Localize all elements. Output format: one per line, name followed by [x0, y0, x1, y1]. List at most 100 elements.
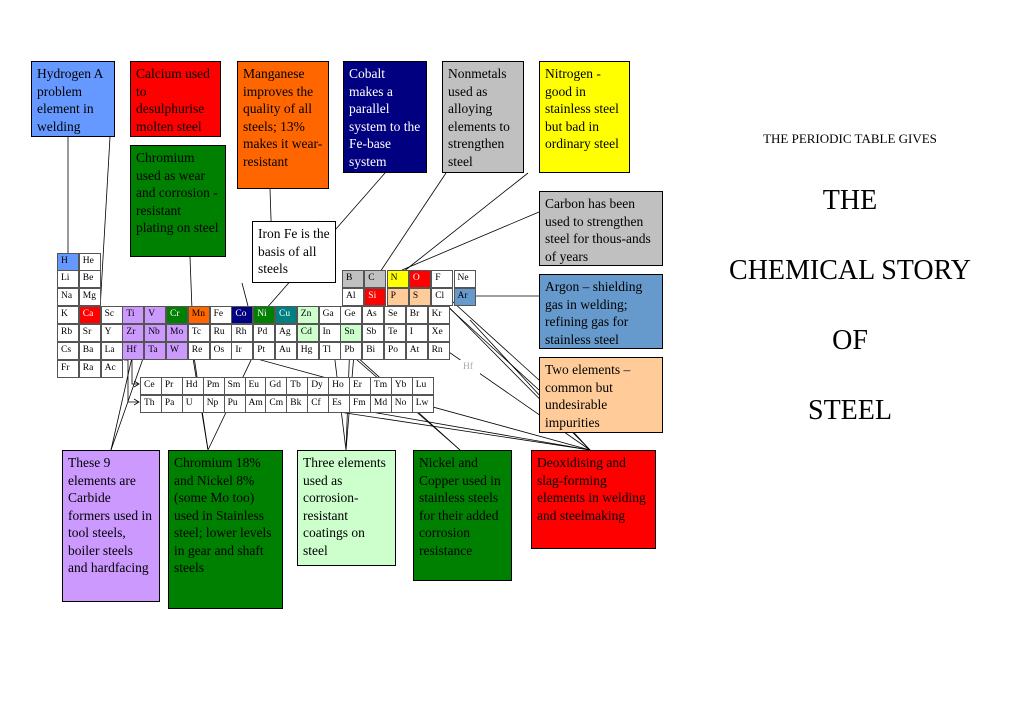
element-cell-md: Md	[369, 395, 392, 413]
element-cell-la: La	[100, 342, 123, 360]
element-cell-w: W	[166, 342, 188, 360]
element-cell-rn: Rn	[427, 342, 450, 360]
element-cell-zr: Zr	[122, 324, 145, 342]
element-cell-ge: Ge	[340, 306, 363, 324]
element-cell-au: Au	[275, 342, 297, 360]
element-cell-ti: Ti	[122, 306, 145, 324]
element-cell-hf: Hf	[460, 360, 480, 378]
element-cell-u: U	[181, 395, 204, 413]
element-cell-i: I	[405, 324, 428, 342]
element-cell-h: H	[57, 253, 79, 271]
element-cell-re: Re	[187, 342, 210, 360]
element-cell-be: Be	[78, 270, 101, 288]
callout-carbide: These 9 elements are Carbide formers use…	[62, 450, 160, 602]
element-cell-he: He	[78, 253, 101, 271]
bracket-arrow	[133, 380, 140, 388]
element-cell-cl: Cl	[431, 288, 454, 306]
element-cell-tb: Tb	[286, 377, 309, 395]
connector-line	[401, 211, 540, 271]
element-cell-si: Si	[364, 288, 387, 306]
callout-nicu: Nickel and Copper used in stainless stee…	[413, 450, 512, 581]
element-cell-na: Na	[57, 288, 79, 306]
callout-three: Three elements used as corrosion-resista…	[297, 450, 396, 566]
element-cell-at: At	[405, 342, 428, 360]
element-cell-f: F	[431, 270, 454, 288]
callout-cobalt: Cobalt makes a parallel system to the Fe…	[343, 61, 427, 173]
element-cell-pt: Pt	[253, 342, 276, 360]
element-cell-fm: Fm	[349, 395, 371, 413]
element-cell-yb: Yb	[390, 377, 413, 395]
element-cell-pu: Pu	[223, 395, 246, 413]
callout-argon: Argon – shielding gas in welding; refini…	[539, 274, 663, 349]
element-cell-rh: Rh	[231, 324, 254, 342]
title-line-4: STEEL	[808, 395, 892, 426]
element-cell-pa: Pa	[160, 395, 183, 413]
element-cell-s: S	[408, 288, 431, 306]
element-cell-ca: Ca	[78, 306, 101, 324]
bracket-arrow	[124, 359, 138, 403]
element-cell-sm: Sm	[223, 377, 246, 395]
element-cell-ce: Ce	[140, 377, 162, 395]
element-cell-v: V	[144, 306, 167, 324]
callout-two: Two elements – common but undesirable im…	[539, 357, 663, 433]
element-cell-al: Al	[342, 288, 364, 306]
element-cell-sc: Sc	[100, 306, 123, 324]
element-cell-hf: Hf	[122, 342, 145, 360]
element-cell-mn: Mn	[187, 306, 210, 324]
element-cell-es: Es	[328, 395, 351, 413]
title-line-3: OF	[832, 325, 868, 356]
element-cell-sr: Sr	[78, 324, 101, 342]
element-cell-nb: Nb	[144, 324, 167, 342]
element-cell-hd: Hd	[181, 377, 204, 395]
element-cell-dy: Dy	[307, 377, 330, 395]
element-cell-bi: Bi	[362, 342, 385, 360]
element-cell-tc: Tc	[187, 324, 210, 342]
element-cell-mg: Mg	[78, 288, 101, 306]
element-cell-hg: Hg	[296, 342, 319, 360]
element-cell-xe: Xe	[427, 324, 450, 342]
callout-nonmetals: Nonmetals used as alloying elements to s…	[442, 61, 524, 173]
element-cell-ir: Ir	[231, 342, 254, 360]
element-cell-br: Br	[405, 306, 428, 324]
element-cell-gd: Gd	[265, 377, 288, 395]
connector-line	[402, 172, 529, 273]
element-cell-np: Np	[202, 395, 225, 413]
element-cell-ba: Ba	[78, 342, 101, 360]
element-cell-po: Po	[384, 342, 406, 360]
callout-nitrogen: Nitrogen - good in stainless steel but b…	[539, 61, 630, 173]
element-cell-o: O	[408, 270, 431, 288]
element-cell-cd: Cd	[296, 324, 319, 342]
element-cell-fe: Fe	[209, 306, 232, 324]
element-cell-cs: Cs	[57, 342, 79, 360]
element-cell-pb: Pb	[340, 342, 363, 360]
connector-line	[379, 172, 447, 273]
element-cell-tm: Tm	[369, 377, 392, 395]
element-cell-cu: Cu	[275, 306, 297, 324]
element-cell-bk: Bk	[286, 395, 309, 413]
element-cell-ag: Ag	[275, 324, 297, 342]
element-cell-ru: Ru	[209, 324, 232, 342]
element-cell-zn: Zn	[296, 306, 319, 324]
element-cell-c: C	[364, 270, 387, 288]
element-cell-cm: Cm	[265, 395, 288, 413]
title-line-2: CHEMICAL STORY	[729, 255, 971, 286]
element-cell-li: Li	[57, 270, 79, 288]
element-cell-er: Er	[349, 377, 371, 395]
element-cell-ar: Ar	[453, 288, 476, 306]
element-cell-co: Co	[231, 306, 254, 324]
element-cell-ni: Ni	[253, 306, 276, 324]
element-cell-kr: Kr	[427, 306, 450, 324]
element-cell-os: Os	[209, 342, 232, 360]
element-cell-y: Y	[100, 324, 123, 342]
callout-carbon: Carbon has been used to strengthen steel…	[539, 191, 663, 266]
element-cell-mo: Mo	[166, 324, 188, 342]
element-cell-k: K	[57, 306, 79, 324]
element-cell-sn: Sn	[340, 324, 363, 342]
element-cell-no: No	[390, 395, 413, 413]
connector-line	[189, 256, 193, 311]
element-cell-eu: Eu	[244, 377, 267, 395]
element-cell-ra: Ra	[78, 360, 101, 378]
element-cell-lu: Lu	[411, 377, 434, 395]
element-cell-ac: Ac	[100, 360, 123, 378]
callout-manganese: Manganese improves the quality of all st…	[237, 61, 329, 189]
